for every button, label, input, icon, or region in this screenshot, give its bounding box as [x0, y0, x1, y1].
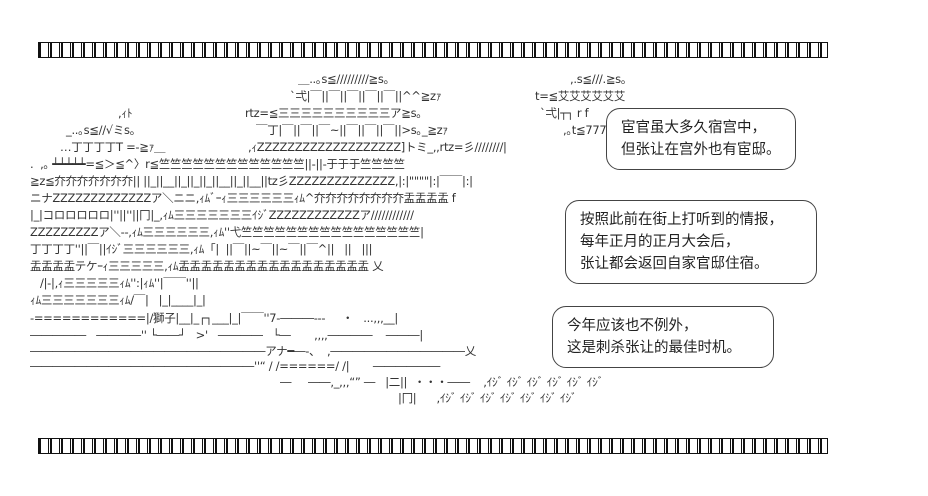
art-line: t=≦艾艾艾艾艾艾 [535, 89, 626, 103]
art-line: ニナZZZZZZZZZZZZZア＼ニニ,ｨﾑﾞｰｨ三三三三三三ｨﾑ^夰夰夰夰夰夰… [30, 191, 456, 205]
art-line: . ,｡ ┷┷┷┷┷=≦＞≦^〉r≦竺竺竺竺竺竺竺竺竺竺竺竺竺||-||-于于于… [30, 157, 405, 171]
speech-bubble-1: 宦官虽大多久宿宫中， 但张让在宫外也有宦邸。 [606, 108, 796, 170]
art-line: ― ――,_,,,“” ― |二|| ・・・―― ,ｲｼﾞ ｲｼﾞ ｲｼﾞ ｲｼ… [280, 375, 604, 389]
art-line: ＿..｡s≦/////////≧s｡ [298, 72, 390, 86]
bubble-text: 宦官虽大多久宿宫中， [621, 120, 766, 136]
art-line: ――――― ――――'' └――┘ >' ―――― └― ,,,,―――― ――… [30, 328, 423, 342]
art-line: …丁丁丁丁T =-≧ｧ＿ [60, 140, 166, 154]
speech-bubble-2: 按照此前在街上打听到的情报， 每年正月的正月大会后， 张让都会返回自家官邸住宿。 [565, 200, 817, 284]
art-line: ,.s≦///.≧s｡ [570, 72, 627, 86]
bubble-text: 每年正月的正月大会后， [580, 234, 740, 250]
art-line: /|-|,ｨ三三三三三ｨﾑ'':|ｨﾑ''|￣￣''|| [40, 276, 199, 290]
art-line: ―――――――――――――――――――――アナ━―-、 ,―――――――――――… [30, 344, 476, 358]
art-line: rtz=≦三三三三三三三三三三ア≧s｡ [245, 106, 422, 120]
art-line: ZZZZZZZZZア＼--,ｨﾑ三三三三三三,ｨﾑ''弋竺竺竺竺竺竺竺竺竺竺竺竺… [30, 225, 424, 239]
bubble-text: 但张让在宫外也有宦邸。 [621, 142, 781, 158]
art-line: -============|/獅子|__|_┌┐___|_|￣￣''7-―――-… [30, 311, 398, 325]
art-line: ,｡t≦777| [563, 123, 610, 137]
art-line: `弌|┬┐ r f [540, 106, 589, 120]
top-border-bar [38, 42, 828, 58]
art-line: ――――――――――――――――――――''“ / /======/ /| ――… [30, 359, 441, 373]
bottom-border-bar [38, 438, 828, 454]
art-line: ｨﾑ三三三三三三三ｨﾑ/￣| |_|____|_| [30, 293, 206, 307]
art-line: |冂| ,ｲｼﾞ ｲｼﾞ ｲｼﾞ ｲｼﾞ ｲｼﾞ ｲｼﾞ ｲｼﾞ [398, 391, 577, 405]
art-line: 盂盂盂盂テケｰｨ三三三三三,ｨﾑ盂盂盂盂盂盂盂盂盂盂盂盂盂盂盂盂盂 乂 [30, 259, 384, 273]
bubble-text: 按照此前在街上打听到的情报， [580, 212, 783, 228]
art-line: _..｡s≦//√ミs｡ [66, 123, 136, 137]
art-line: ≧z≦夰夰夰夰夰夰夰|| ||_||__||_||_||_||__||_||__… [30, 174, 473, 188]
art-line: ￣丁|￣||￣||￣~||￣||￣||￣||>s｡_≧zｧ [256, 123, 448, 137]
bubble-text: 这是刺杀张让的最佳时机。 [567, 340, 741, 356]
bubble-text: 今年应该也不例外， [567, 318, 698, 334]
art-line: 丁丁丁丁''||￣||ｲｼﾞ三三三三三三,ｨﾑ「| ||￣||~￣||~￣||￣… [30, 242, 373, 256]
bubble-text: 张让都会返回自家官邸住宿。 [580, 256, 769, 272]
art-line: ,ｨﾄ [118, 106, 133, 120]
art-line: ,ｨZZZZZZZZZZZZZZZZZZZ]トミ_,,rtz=彡////////… [248, 140, 507, 154]
art-line: `弌|￣||￣||￣||￣||￣||^^≧zｧ [290, 89, 442, 103]
speech-bubble-3: 今年应该也不例外， 这是刺杀张让的最佳时机。 [552, 306, 774, 368]
art-line: |_|コロロロロロ|''||''||冂|_,ｨﾑ三三三三三三三ｲｼﾞZZZZZZ… [30, 208, 414, 222]
